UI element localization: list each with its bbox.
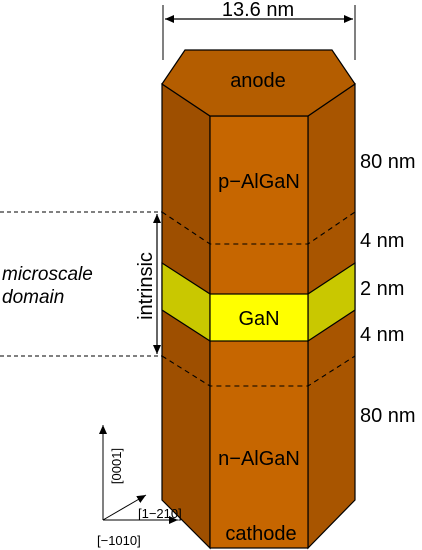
thickness-label-gan: 2 nm [360, 278, 404, 300]
width-dimension: 13.6 nm [162, 0, 356, 60]
gan-front-face [209, 293, 309, 342]
intrinsic-label: intrinsic [135, 252, 157, 320]
axis-0001-label: [0001] [109, 448, 124, 484]
gan-label: GaN [238, 308, 279, 330]
microscale-label: microscale [2, 264, 93, 285]
p-algan-label: p−AlGaN [218, 171, 300, 193]
thickness-label-n-algan: 80 nm [360, 405, 416, 427]
microscale-domain-bracket: intrinsic [0, 211, 162, 357]
width-label: 13.6 nm [222, 0, 294, 21]
cathode-label: cathode [225, 523, 296, 545]
domain-label: domain [2, 287, 64, 308]
anode-label: anode [230, 70, 286, 92]
n-algan-label: n−AlGaN [218, 448, 300, 470]
thickness-label-p-algan: 80 nm [360, 151, 416, 173]
axis-1-210-label: [1−210] [138, 506, 182, 521]
upper-intrinsic-boundary [161, 211, 356, 245]
thickness-label-intrinsic-upper: 4 nm [360, 230, 404, 252]
thickness-label-intrinsic-lower: 4 nm [360, 324, 404, 346]
axis-m1010-label: [−1010] [97, 533, 141, 548]
hexagonal-prism [161, 49, 356, 550]
crystal-axes: [0001] [1−210] [−1010] [97, 425, 182, 548]
lower-intrinsic-boundary [161, 355, 356, 387]
top-face [161, 49, 356, 117]
